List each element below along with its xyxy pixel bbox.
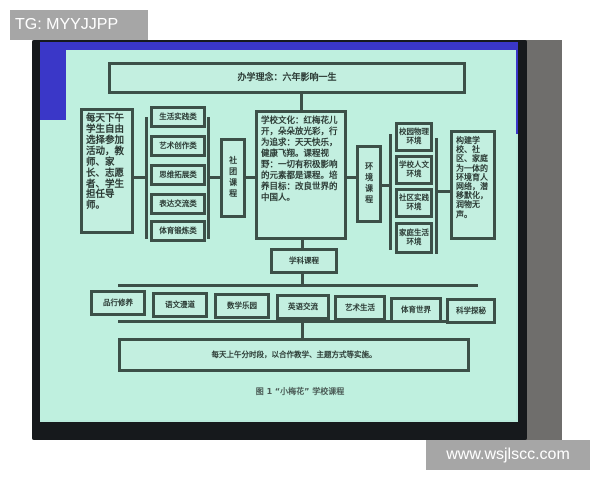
connector-line: [300, 94, 303, 112]
connector-line: [389, 134, 392, 250]
connector-line: [301, 323, 304, 340]
subject-box: 品行修养: [90, 290, 146, 316]
subject-label: 英语交流: [288, 301, 318, 311]
connector-line: [246, 176, 256, 179]
connector-line: [301, 274, 304, 286]
bottom-note-text: 每天上午分时段，以合作教学、主题方式等实施。: [211, 349, 377, 359]
environment-item-box: 校园物理环境: [395, 122, 433, 152]
environment-item-box: 家庭生活环境: [395, 222, 433, 254]
subject-box: 语文漫道: [152, 292, 208, 318]
club-category-box: 表达交流类: [150, 193, 206, 215]
watermark-bottom-right: www.wsjlscc.com: [426, 440, 590, 470]
connector-line: [134, 176, 146, 179]
bottom-note-box: 每天上午分时段，以合作教学、主题方式等实施。: [118, 338, 470, 372]
subject-label: 体育世界: [401, 304, 431, 314]
connector-line: [438, 190, 450, 193]
connector-line: [118, 320, 478, 323]
subject-label: 数学乐园: [227, 300, 257, 310]
environment-item-box: 社区实践环境: [395, 188, 433, 218]
philosophy-text: 办学理念：六年影响一生: [237, 72, 337, 83]
club-category-label: 艺术创作类: [159, 140, 197, 150]
watermark-top-left: TG: MYYJJPP: [10, 10, 148, 40]
environment-item-label: 社区实践环境: [399, 193, 429, 211]
subject-box: 艺术生活: [334, 295, 386, 321]
environment-course-label: 环境课程: [364, 162, 374, 206]
left-note-text: 每天下午学生自由选择参加活动，教师、家长、志愿者、学生担任导师。: [86, 113, 125, 212]
club-category-label: 体育锻炼类: [159, 225, 197, 235]
connector-line: [118, 284, 478, 287]
club-course-box: 社团课程: [220, 138, 246, 218]
watermark-text: TG: MYYJJPP: [15, 16, 119, 33]
environment-item-label: 学校人文环境: [399, 160, 429, 178]
watermark-text: www.wsjlscc.com: [446, 446, 570, 463]
subject-course-label: 学科课程: [289, 255, 319, 265]
right-note-text: 构建学校、社区、家庭为一体的环境育人网络，潜移默化，润物无声。: [456, 136, 488, 219]
subject-box: 体育世界: [390, 297, 442, 323]
connector-line: [209, 176, 221, 179]
connector-line: [207, 117, 210, 239]
environment-item-label: 家庭生活环境: [399, 228, 429, 246]
subject-box: 英语交流: [276, 294, 330, 320]
connector-line: [435, 138, 438, 254]
left-note-box: 每天下午学生自由选择参加活动，教师、家长、志愿者、学生担任导师。: [80, 108, 134, 234]
club-category-label: 生活实践类: [159, 111, 197, 121]
center-culture-box: 学校文化：红梅花儿开，朵朵放光彩，行为追求：天天快乐，健康飞翔。课程视野：一切有…: [255, 110, 347, 240]
slide-left-area: [40, 120, 70, 420]
connector-line: [347, 176, 357, 179]
subject-box: 科学探秘: [446, 298, 496, 324]
subject-box: 数学乐园: [214, 293, 270, 319]
club-category-box: 生活实践类: [150, 106, 206, 128]
connector-line: [382, 184, 390, 187]
subject-label: 品行修养: [103, 297, 133, 307]
club-category-label: 思维拓展类: [159, 169, 197, 179]
club-category-box: 思维拓展类: [150, 164, 206, 186]
philosophy-box: 办学理念：六年影响一生: [108, 62, 466, 94]
subject-label: 语文漫道: [165, 299, 195, 309]
environment-item-box: 学校人文环境: [395, 155, 433, 185]
club-course-label: 社团课程: [228, 156, 238, 200]
subject-course-box: 学科课程: [270, 248, 338, 274]
subject-label: 科学探秘: [456, 305, 486, 315]
connector-line: [301, 240, 304, 250]
figure-caption: 图 1 “小梅花” 学校课程: [255, 387, 345, 396]
club-category-label: 表达交流类: [159, 198, 197, 208]
subject-label: 艺术生活: [345, 302, 375, 312]
club-category-box: 艺术创作类: [150, 135, 206, 157]
right-note-box: 构建学校、社区、家庭为一体的环境育人网络，潜移默化，润物无声。: [450, 130, 496, 240]
wall-shadow: [522, 40, 562, 440]
connector-line: [145, 117, 148, 239]
environment-item-label: 校园物理环境: [399, 127, 429, 145]
center-culture-text: 学校文化：红梅花儿开，朵朵放光彩，行为追求：天天快乐，健康飞翔。课程视野：一切有…: [261, 116, 338, 204]
club-category-box: 体育锻炼类: [150, 220, 206, 242]
environment-course-box: 环境课程: [356, 145, 382, 223]
